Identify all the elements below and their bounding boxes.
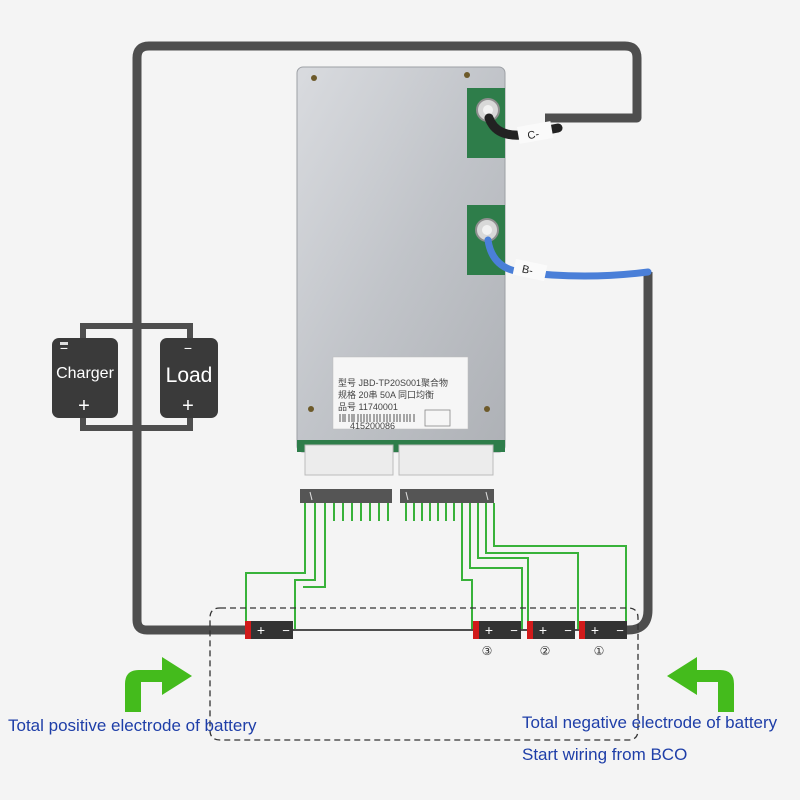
charger-minus-sign: −	[60, 340, 68, 356]
battery-negative-cable: B-	[484, 236, 652, 282]
charge-negative-label: C-	[527, 128, 541, 142]
charger-plus-sign: +	[78, 395, 90, 417]
cell-minus-sign: −	[510, 623, 518, 638]
mount-hole	[484, 406, 490, 412]
cell-plus-sign: +	[539, 622, 547, 638]
load-label: Load	[166, 364, 213, 387]
board-label-barcode-number: 415200086	[350, 421, 395, 431]
cell-plus-sign: +	[485, 622, 493, 638]
barcode	[339, 414, 415, 422]
cell-number: ③	[482, 644, 493, 658]
qc-box	[424, 409, 451, 427]
cell-plus-sign: +	[591, 622, 599, 638]
cell-minus-sign: −	[564, 623, 572, 638]
load: − Load +	[160, 338, 218, 418]
cell-plus-sign: +	[257, 622, 265, 638]
harness-lead-stubs	[333, 503, 455, 521]
cell-number: ①	[594, 644, 605, 658]
charger-load-top-branch	[80, 323, 193, 340]
balance-leads	[245, 503, 627, 630]
load-plus-sign: +	[182, 395, 194, 417]
battery-cell: + −	[245, 621, 293, 639]
negative-electrode-arrow-icon	[667, 657, 734, 712]
mount-hole	[311, 75, 317, 81]
cell-number: ②	[540, 644, 551, 658]
charger-label: Charger	[56, 365, 114, 382]
board-label-spec: 规格 20串 50A 同口均衡	[338, 389, 434, 400]
cell-minus-sign: −	[616, 623, 624, 638]
mount-hole	[464, 72, 470, 78]
battery-negative-label: B-	[521, 263, 535, 277]
mount-hole	[308, 406, 314, 412]
positive-electrode-caption: Total positive electrode of battery	[8, 716, 257, 735]
board-label-model: 型号 JBD-TP20S001聚合物	[338, 377, 448, 388]
balance-connector-strip	[297, 440, 505, 476]
battery-cell: + −	[527, 621, 575, 639]
sampling-harness-plug-left	[300, 489, 392, 503]
bms-board: 型号 JBD-TP20S001聚合物 规格 20串 50A 同口均衡 品号 11…	[296, 66, 506, 476]
charger-load-bottom-branch	[80, 416, 193, 431]
negative-electrode-caption: Total negative electrode of battery	[522, 713, 778, 732]
battery-cell: + −	[579, 621, 627, 639]
load-minus-sign: −	[184, 340, 192, 356]
battery-cell: + −	[473, 621, 521, 639]
positive-electrode-arrow-icon	[125, 657, 192, 712]
battery-pack-boundary	[209, 607, 639, 741]
start-wiring-caption: Start wiring from BCO	[522, 745, 688, 764]
sampling-harness-plug-right	[400, 489, 494, 503]
board-label-part: 品号 11740001	[338, 402, 398, 412]
negative-return-wire	[620, 272, 653, 635]
board-label-sticker: 型号 JBD-TP20S001聚合物 规格 20串 50A 同口均衡 品号 11…	[332, 356, 469, 431]
cell-minus-sign: −	[282, 623, 290, 638]
charger: − Charger +	[52, 338, 118, 418]
charge-negative-terminal	[467, 88, 505, 158]
charge-negative-cable: C-	[484, 113, 563, 144]
main-wire-loop	[132, 41, 642, 635]
battery-negative-terminal	[467, 205, 505, 275]
